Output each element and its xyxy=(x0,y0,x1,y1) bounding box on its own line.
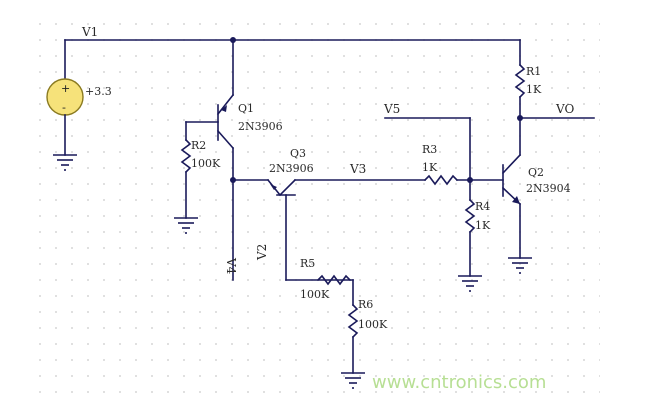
ground-icon xyxy=(508,257,532,274)
q1-part: 2N3906 xyxy=(238,120,283,133)
r3-value: 1K xyxy=(422,161,438,174)
net-label-v5: V5 xyxy=(383,102,400,116)
transistor-q1: Q1 2N3906 xyxy=(185,93,283,281)
resistor-r5: R5 100K xyxy=(300,257,352,301)
resistor-r3: R3 1K xyxy=(422,143,504,186)
ground-icon xyxy=(458,275,482,292)
net-label-v1: V1 xyxy=(81,25,98,39)
transistor-q3: Q3 2N3906 xyxy=(266,147,354,281)
net-label-v2: V2 xyxy=(255,244,269,261)
v3-net: V3 xyxy=(294,162,426,181)
source-minus: - xyxy=(62,101,66,114)
ground-icon xyxy=(341,372,365,389)
resistor-r6: R6 100K xyxy=(341,279,388,389)
r2-ref: R2 xyxy=(191,139,206,152)
net-label-v3: V3 xyxy=(349,162,366,176)
q1-ref: Q1 xyxy=(238,102,254,115)
r1-value: 1K xyxy=(526,83,542,96)
r4-ref: R4 xyxy=(475,200,490,213)
r6-ref: R6 xyxy=(358,298,373,311)
r1-ref: R1 xyxy=(526,65,541,78)
resistor-r1: R1 1K xyxy=(514,63,542,156)
grid-background xyxy=(30,10,600,398)
resistor-r4: R4 1K xyxy=(458,198,491,292)
v1-net: V1 xyxy=(64,25,521,96)
source-value: +3.3 xyxy=(85,85,112,98)
r5-value: 100K xyxy=(300,288,330,301)
r6-value: 100K xyxy=(358,318,388,331)
q3-ref: Q3 xyxy=(290,147,306,160)
ground-icon xyxy=(174,217,198,234)
r2-value: 100K xyxy=(191,157,221,170)
r3-ref: R3 xyxy=(422,143,437,156)
q3-part: 2N3906 xyxy=(269,162,314,175)
watermark: www.cntronics.com xyxy=(372,372,546,393)
v4-net: V4 xyxy=(224,177,269,275)
net-label-vo: VO xyxy=(555,102,574,116)
q2-ref: Q2 xyxy=(528,166,544,179)
voltage-source: + - +3.3 xyxy=(46,78,112,171)
vo-net: VO xyxy=(517,102,595,121)
net-label-v4: V4 xyxy=(224,257,238,275)
v5-net: V5 xyxy=(383,102,473,201)
source-plus: + xyxy=(61,82,70,95)
r4-value: 1K xyxy=(475,219,491,232)
resistor-r2: R2 100K xyxy=(174,121,221,234)
q2-part: 2N3904 xyxy=(526,182,571,195)
transistor-q2: Q2 2N3904 xyxy=(501,153,571,274)
r5-ref: R5 xyxy=(300,257,315,270)
ground-icon xyxy=(53,154,77,171)
